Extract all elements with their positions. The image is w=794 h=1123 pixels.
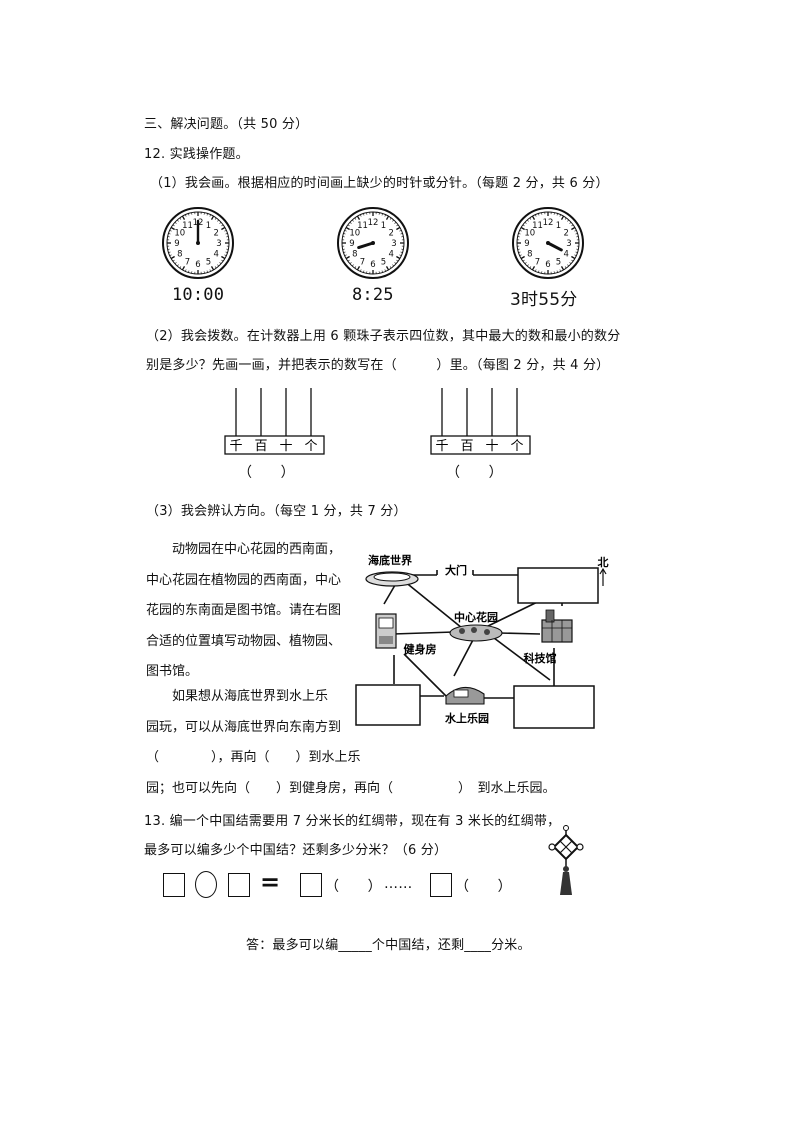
map-label-north: 北 bbox=[598, 555, 609, 569]
clock-number: 12 bbox=[543, 218, 554, 228]
clock-number: 12 bbox=[368, 218, 379, 228]
q12-part2-line2: 别是多少？先画一画，并把表示的数写在（ ）里。（每图 2 分，共 4 分） bbox=[146, 358, 610, 373]
clock-number: 3 bbox=[216, 239, 221, 249]
clock-hand bbox=[546, 241, 563, 252]
abacus-1-answer[interactable]: （ ） bbox=[238, 465, 295, 481]
para1-line-3: 花园的东南面是图书馆。请在右图 bbox=[146, 603, 342, 618]
clock-number: 11 bbox=[182, 221, 193, 231]
map-label-haidi: 海底世界 bbox=[368, 553, 412, 567]
clock-number: 1 bbox=[381, 221, 386, 231]
part3-paragraph-2: 如果想从海底世界到水上乐 园玩，可以从海底世界向东南方到 （ ），再向（ ）到水… bbox=[146, 682, 556, 804]
science-museum-icon bbox=[541, 619, 573, 643]
clock-number: 4 bbox=[563, 250, 568, 260]
abacus-2-label-shi: 十 bbox=[485, 439, 498, 454]
clock-number: 7 bbox=[535, 257, 540, 267]
abacus-2-label-bai: 百 bbox=[460, 439, 473, 454]
clock-number: 8 bbox=[177, 250, 182, 260]
clock-number: 5 bbox=[381, 257, 386, 267]
clock-number: 5 bbox=[206, 257, 211, 267]
clock-number: 7 bbox=[185, 257, 190, 267]
clock-number: 2 bbox=[563, 229, 568, 239]
part3-paragraph-1: 动物园在中心花园的西南面， 中心花园在植物园的西南面，中心 花园的东南面是图书馆… bbox=[146, 535, 356, 688]
clock-number: 9 bbox=[174, 239, 179, 249]
q13-line1: 13. 编一个中国结需要用 7 分米长的红绸带，现在有 3 米长的红绸带， bbox=[144, 814, 561, 829]
para2-line-3: （ ），再向（ ）到水上乐 bbox=[146, 750, 361, 765]
abacus-2-answer[interactable]: （ ） bbox=[446, 465, 503, 481]
clock-number: 10 bbox=[524, 229, 535, 239]
q13-answer-line[interactable]: 答：最多可以编_____个中国结，还剩____分米。 bbox=[246, 938, 531, 953]
map-label-gym: 健身房 bbox=[404, 642, 437, 656]
q12-part3-text: （3）我会辨认方向。（每空 1 分，共 7 分） bbox=[146, 504, 407, 519]
clock-number: 10 bbox=[174, 229, 185, 239]
clock-number: 11 bbox=[357, 221, 368, 231]
quotient-unit-paren[interactable]: （ ） bbox=[325, 879, 382, 895]
abacus-1-label-bai: 百 bbox=[254, 439, 267, 454]
section-title: 三、解决问题。（共 50 分） bbox=[144, 117, 309, 132]
clock-number: 2 bbox=[213, 229, 218, 239]
equation-box-remainder[interactable] bbox=[430, 873, 452, 897]
clock-3-time: 3时55分 bbox=[510, 290, 578, 310]
clock-number: 7 bbox=[360, 257, 365, 267]
abacus-2-label-ge: 个 bbox=[510, 439, 523, 454]
remainder-dots: …… bbox=[384, 876, 413, 892]
abacus-1-label-qian: 千 bbox=[229, 439, 242, 454]
para1-line-2: 中心花园在植物园的西南面，中心 bbox=[146, 572, 342, 588]
para1-line-1: 动物园在中心花园的西南面， bbox=[146, 542, 342, 557]
clock-number: 8 bbox=[352, 250, 357, 260]
clock-number: 3 bbox=[391, 239, 396, 249]
clock-number: 5 bbox=[556, 257, 561, 267]
map-box-top-right[interactable] bbox=[517, 567, 599, 604]
map-label-science: 科技馆 bbox=[524, 651, 557, 665]
abacus-1-label-ge: 个 bbox=[304, 439, 317, 454]
abacus-2-label-qian: 千 bbox=[435, 439, 448, 454]
remainder-unit-paren[interactable]: （ ） bbox=[455, 879, 512, 895]
clock-2-time: 8:25 bbox=[352, 285, 394, 305]
map-label-gate: 大门 bbox=[445, 563, 467, 577]
para2-line-4: 园；也可以先向（ ）到健身房，再向（ ） 到水上乐园。 bbox=[146, 780, 556, 796]
garden-icon bbox=[449, 624, 503, 642]
clock-number: 10 bbox=[349, 229, 360, 239]
clock-number: 6 bbox=[545, 260, 550, 270]
chinese-knot-icon bbox=[548, 825, 584, 895]
abacus-2[interactable]: 千 百 十 个 bbox=[430, 386, 540, 456]
para1-line-5: 图书馆。 bbox=[146, 664, 199, 679]
clock-number: 1 bbox=[206, 221, 211, 231]
q12-title: 12. 实践操作题。 bbox=[144, 147, 249, 162]
clock-number: 6 bbox=[195, 260, 200, 270]
map-label-center-garden: 中心花园 bbox=[454, 610, 498, 624]
clock-number: 6 bbox=[370, 260, 375, 270]
abacus-1-label-shi: 十 bbox=[279, 439, 292, 454]
para1-line-4: 合适的位置填写动物园、植物园、 bbox=[146, 633, 342, 649]
clock-number: 3 bbox=[566, 239, 571, 249]
direction-map: 大门 海底世界 北 中心花园 健身房 科技馆 水上乐园 bbox=[355, 553, 609, 729]
equation-box-2[interactable] bbox=[228, 873, 250, 897]
equals-sign: = bbox=[260, 868, 281, 896]
clock-number: 4 bbox=[388, 250, 393, 260]
clock-number: 11 bbox=[532, 221, 543, 231]
operator-circle[interactable] bbox=[195, 871, 217, 898]
q13-line2: 最多可以编多少个中国结？还剩多少分米？（6 分） bbox=[144, 843, 448, 858]
clock-number: 8 bbox=[527, 250, 532, 260]
equation-box-quotient[interactable] bbox=[300, 873, 322, 897]
clock-number: 9 bbox=[524, 239, 529, 249]
map-box-bottom-left[interactable] bbox=[355, 684, 421, 726]
para2-line-1: 如果想从海底世界到水上乐 bbox=[146, 689, 329, 704]
clock-number: 1 bbox=[556, 221, 561, 231]
clock-1-time: 10:00 bbox=[172, 285, 225, 305]
equation-box-1[interactable] bbox=[163, 873, 185, 897]
clock-number: 9 bbox=[349, 239, 354, 249]
clock-hand bbox=[357, 241, 375, 250]
map-label-water-park: 水上乐园 bbox=[445, 711, 489, 725]
para2-line-2: 园玩，可以从海底世界向东南方到 bbox=[146, 719, 342, 735]
abacus-1[interactable]: 千 百 十 个 bbox=[224, 386, 334, 456]
q12-part1-text: （1）我会画。根据相应的时间画上缺少的时针或分针。（每题 2 分，共 6 分） bbox=[150, 176, 609, 191]
map-box-bottom-right[interactable] bbox=[513, 685, 595, 729]
clock-number: 4 bbox=[213, 250, 218, 260]
q12-part2-line1: （2）我会拨数。在计数器上用 6 颗珠子表示四位数，其中最大的数和最小的数分 bbox=[146, 329, 621, 344]
clock-number: 2 bbox=[388, 229, 393, 239]
